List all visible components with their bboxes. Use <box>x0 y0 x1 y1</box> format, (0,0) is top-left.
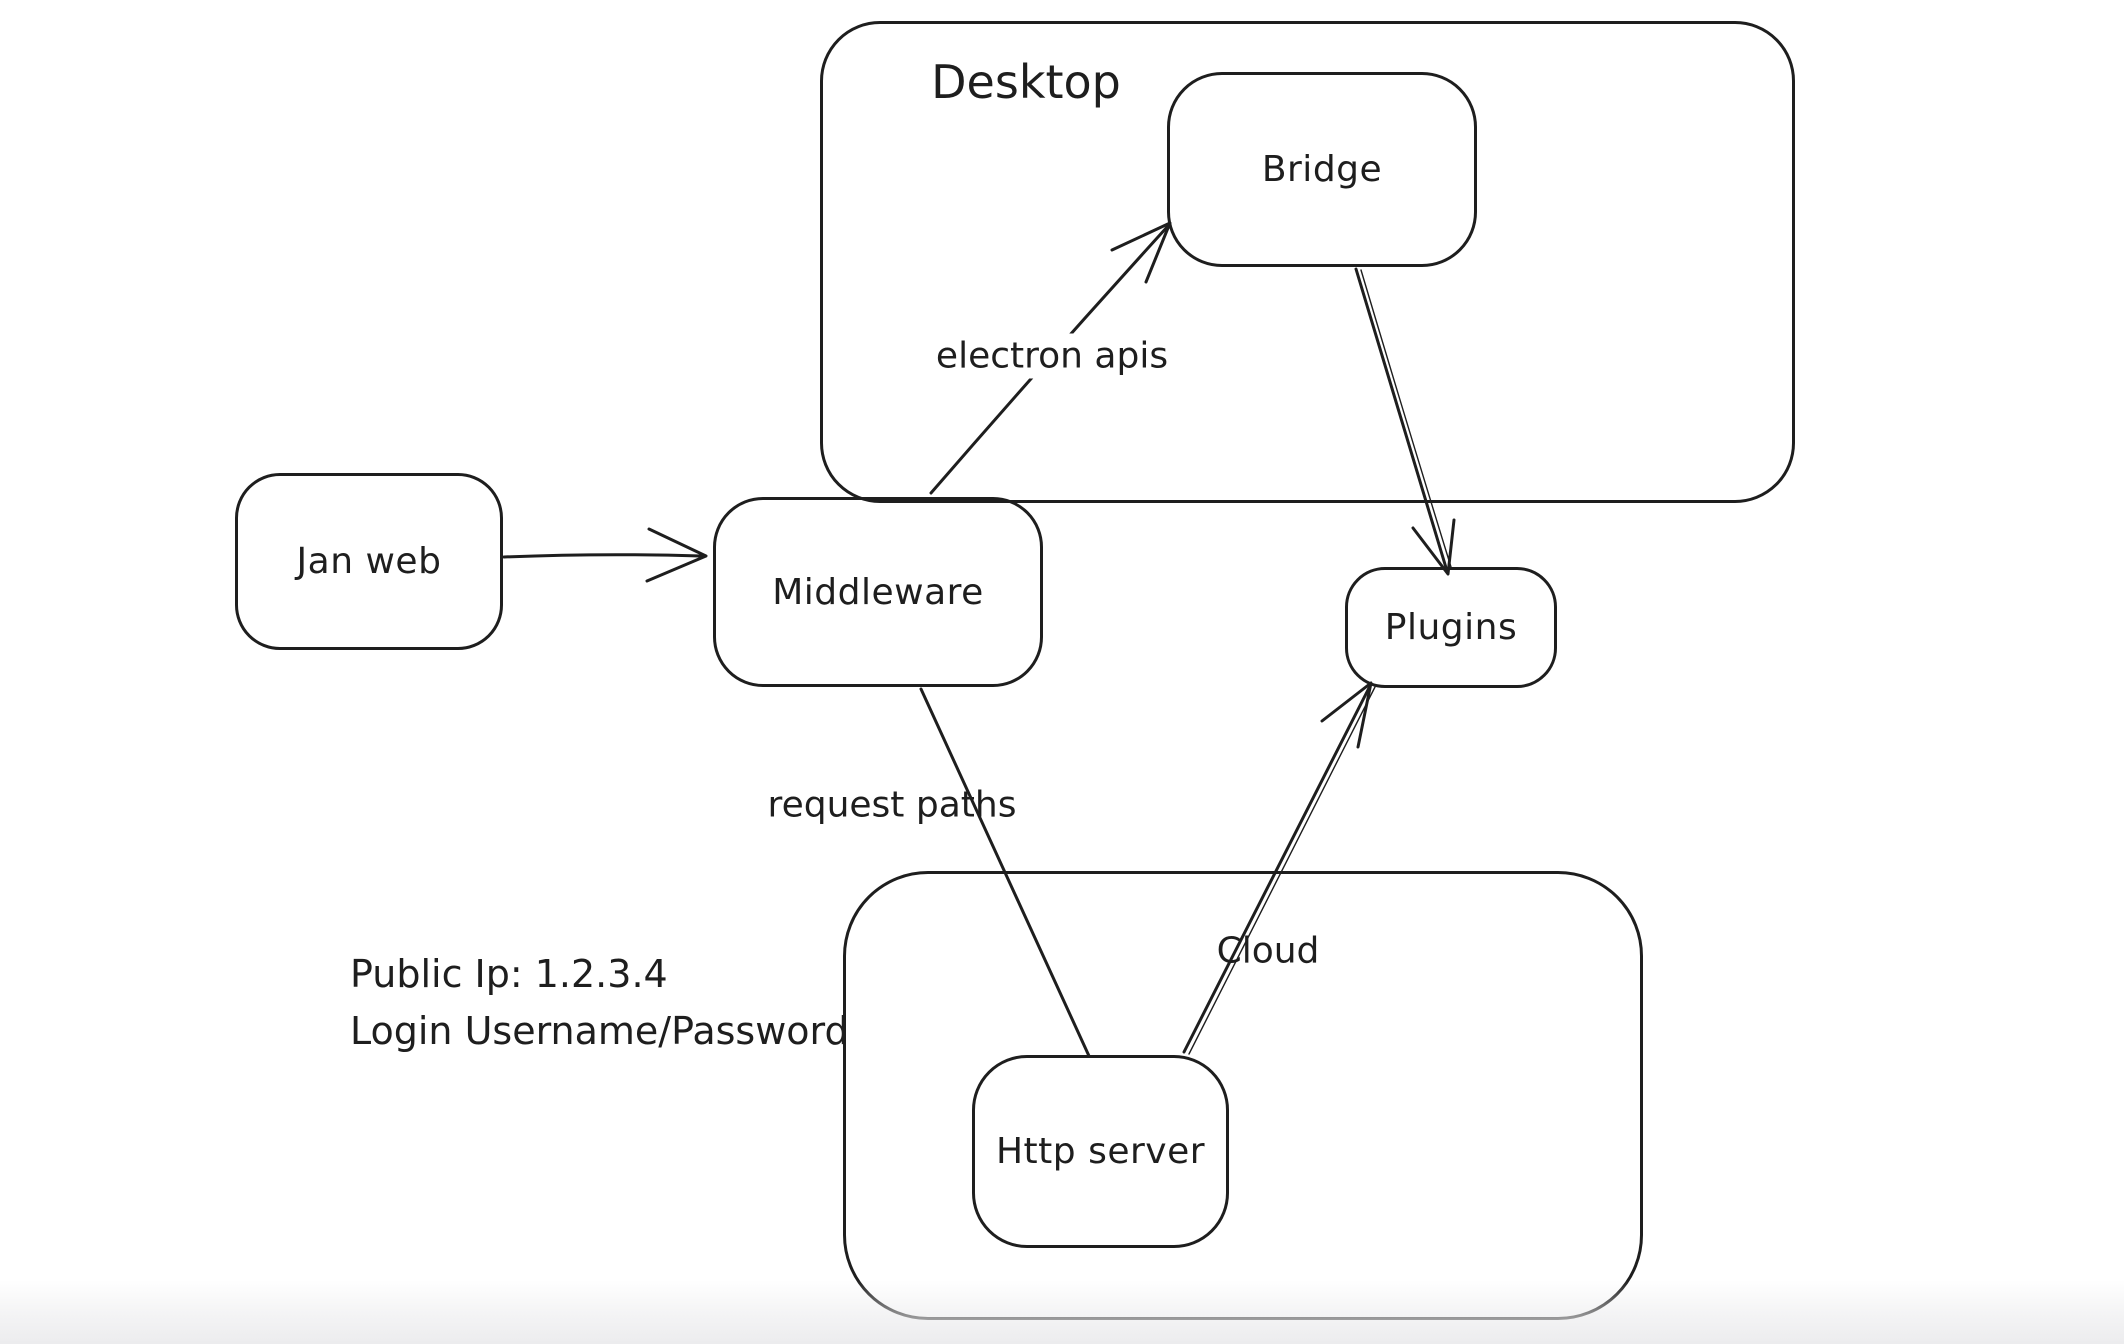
arrow-httpserver-to-plugins[interactable] <box>1182 681 1376 1055</box>
note-line-public-ip: Public Ip: 1.2.3.4 <box>350 952 668 996</box>
plugins-node[interactable]: Plugins <box>1345 567 1557 688</box>
bridge-label: Bridge <box>1261 149 1383 190</box>
http-server-label: Http server <box>995 1131 1206 1172</box>
line-middleware-to-httpserver[interactable] <box>919 687 1091 1058</box>
middleware-node[interactable]: Middleware <box>713 497 1043 687</box>
note-text[interactable]: Public Ip: 1.2.3.4 Login Username/Passwo… <box>350 946 849 1060</box>
plugins-label: Plugins <box>1384 607 1518 648</box>
jan-web-label: Jan web <box>296 541 442 582</box>
jan-web-node[interactable]: Jan web <box>235 473 503 650</box>
arrow-bridge-to-plugins[interactable] <box>1354 267 1456 576</box>
desktop-container-label: Desktop <box>931 55 1121 109</box>
bridge-node[interactable]: Bridge <box>1167 72 1477 267</box>
edge-label-electron-apis[interactable]: electron apis <box>925 333 1179 379</box>
http-server-node[interactable]: Http server <box>972 1055 1229 1248</box>
arrow-janweb-to-middleware[interactable] <box>502 527 708 583</box>
note-line-login: Login Username/Password <box>350 1009 849 1053</box>
desktop-container-box[interactable] <box>820 21 1795 503</box>
middleware-label: Middleware <box>772 571 984 613</box>
edge-label-request-paths[interactable]: request paths <box>767 784 1017 826</box>
